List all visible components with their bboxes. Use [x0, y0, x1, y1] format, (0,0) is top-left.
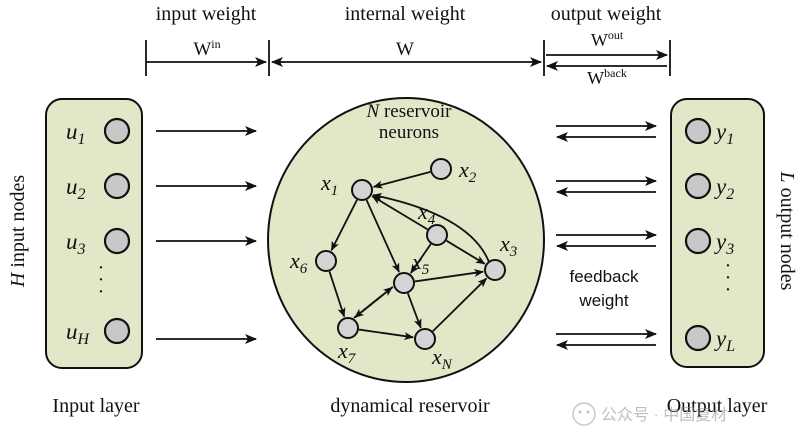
- output-node-3: [684, 227, 712, 255]
- output-node-1: [684, 117, 712, 145]
- w-label: W: [396, 39, 414, 60]
- output-layer-footer: Output layer: [667, 395, 768, 417]
- neuron-x3: [484, 259, 506, 281]
- w-back-label: Wback: [587, 66, 627, 88]
- svg-text:·: ·: [98, 257, 105, 279]
- reservoir-ellipse: [267, 97, 545, 383]
- svg-text:·: ·: [725, 279, 732, 301]
- neuron-x7: [337, 317, 359, 339]
- edge-xN-x3: [432, 277, 488, 332]
- reservoir-footer: dynamical reservoir: [330, 395, 490, 417]
- svg-text:·: ·: [725, 267, 732, 289]
- input-node-H: [103, 317, 131, 345]
- output-weight-label: output weight: [551, 3, 662, 25]
- svg-text:·: ·: [725, 255, 732, 277]
- input-node-2: [103, 172, 131, 200]
- edge-x4-x5: [410, 243, 432, 274]
- neuron-label-xN: xN: [431, 344, 453, 373]
- neuron-x6: [315, 250, 337, 272]
- input-nodes-side-label: H input nodes: [7, 175, 29, 288]
- edge-x7-x5: [353, 286, 393, 319]
- neuron-xN: [414, 328, 436, 350]
- input-arrows: [156, 126, 257, 344]
- svg-text:·: ·: [98, 281, 105, 303]
- edge-x2-x1: [372, 170, 431, 189]
- edge-x4-x1: [371, 195, 429, 231]
- internal-weight-label: internal weight: [345, 3, 466, 25]
- edge-x1-x6: [330, 199, 358, 252]
- input-node-label-H: uH: [66, 319, 91, 348]
- output-ellipsis: · · ·: [725, 255, 732, 301]
- neuron-label-x1: x1: [320, 170, 338, 199]
- input-weight-label: input weight: [156, 3, 257, 25]
- header-ticks: [145, 40, 671, 76]
- w-out-label: Wout: [591, 28, 624, 50]
- reservoir-neurons: x1 x2 x3 x4 x5 x6 x7 xN: [289, 157, 517, 373]
- neuron-label-x4: x4: [417, 199, 436, 228]
- input-node-1: [103, 117, 131, 145]
- input-nodes: u1 u2 u3 uH: [66, 117, 131, 348]
- neuron-label-x3: x3: [499, 231, 517, 260]
- neuron-x4: [426, 224, 448, 246]
- watermark: 公众号 · 中国复材: [572, 402, 727, 426]
- svg-text:公众号 · 中国复材: 公众号 · 中国复材: [601, 406, 727, 424]
- edge-x4-x3: [445, 239, 486, 265]
- input-layer-footer: Input layer: [52, 395, 140, 417]
- output-node-2: [684, 172, 712, 200]
- input-node-3: [103, 227, 131, 255]
- output-nodes: y1 y2 y3 yL: [684, 117, 735, 355]
- edge-x5-x3: [414, 268, 484, 283]
- edge-x1-x5: [365, 199, 400, 273]
- neuron-x1: [351, 179, 373, 201]
- input-node-label-1: u1: [66, 119, 86, 148]
- wechat-icon: [572, 402, 596, 426]
- feedback-weight-line2: weight: [578, 291, 628, 310]
- svg-text:·: ·: [98, 269, 105, 291]
- output-layer-box: [670, 98, 765, 368]
- output-node-L: [684, 324, 712, 352]
- input-ellipsis: · · ·: [98, 257, 105, 303]
- neuron-x5: [393, 272, 415, 294]
- edge-x6-x7: [328, 271, 346, 318]
- input-node-label-2: u2: [66, 174, 86, 203]
- edge-x3-x1: [372, 192, 490, 263]
- input-layer-box: [45, 98, 143, 369]
- output-nodes-side-label: L output nodes: [776, 171, 798, 291]
- output-node-label-2: y2: [714, 174, 734, 203]
- neuron-label-x2: x2: [458, 157, 477, 186]
- output-arrows: [556, 121, 657, 350]
- feedback-weight-line1: feedback: [570, 267, 639, 286]
- edge-x5-xN: [407, 292, 422, 329]
- output-node-label-3: y3: [714, 229, 734, 258]
- edge-x7-xN: [358, 328, 414, 341]
- neuron-x2: [430, 158, 452, 180]
- w-in-label: Win: [193, 37, 220, 60]
- neuron-label-x6: x6: [289, 248, 308, 277]
- input-node-label-3: u3: [66, 229, 86, 258]
- output-node-label-L: yL: [714, 326, 735, 355]
- reservoir-title-line2: neurons: [379, 122, 439, 143]
- neuron-label-x5: x5: [411, 249, 430, 278]
- neuron-label-x7: x7: [337, 338, 357, 367]
- output-node-label-1: y1: [714, 119, 734, 148]
- reservoir-title-line1: N reservoir: [366, 101, 453, 122]
- reservoir-edges: [328, 170, 490, 341]
